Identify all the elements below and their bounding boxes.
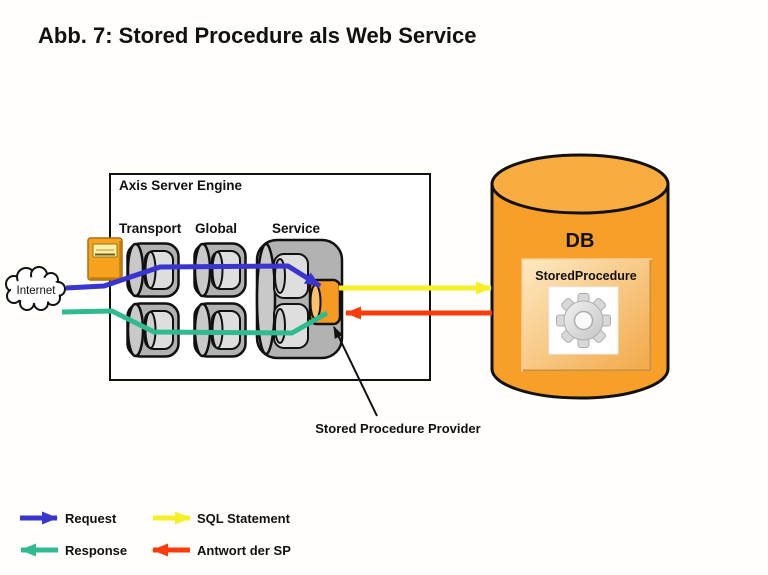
provider-callout-label: Stored Procedure Provider <box>315 421 480 436</box>
legend-request-label: Request <box>65 511 117 526</box>
database-cylinder: DB StoredProcedure <box>490 153 670 400</box>
legend-response-label: Response <box>65 543 127 558</box>
soap-message-icon <box>87 237 123 281</box>
stored-procedure-box: StoredProcedure <box>521 258 652 372</box>
provider-callout-line <box>333 326 378 417</box>
legend-antwort-label: Antwort der SP <box>197 543 291 558</box>
request-arrow <box>65 263 322 291</box>
service-group <box>255 238 344 360</box>
db-label: DB <box>566 230 595 252</box>
legend-sql-label: SQL Statement <box>197 511 291 526</box>
global-request-handler-cylinder <box>193 242 247 298</box>
gear-icon <box>556 293 611 348</box>
internet-cloud: Internet <box>5 266 66 311</box>
page-title: Abb. 7: Stored Procedure als Web Service <box>38 23 477 48</box>
legend: Request SQL Statement Response Antwort d… <box>20 511 291 558</box>
internet-label: Internet <box>17 285 57 297</box>
column-label-global: Global <box>195 221 237 236</box>
column-label-transport: Transport <box>119 221 182 236</box>
stored-procedure-label: StoredProcedure <box>535 269 636 283</box>
response-arrow <box>61 308 329 336</box>
axis-server-engine-label: Axis Server Engine <box>119 178 243 193</box>
column-label-service: Service <box>272 221 321 236</box>
